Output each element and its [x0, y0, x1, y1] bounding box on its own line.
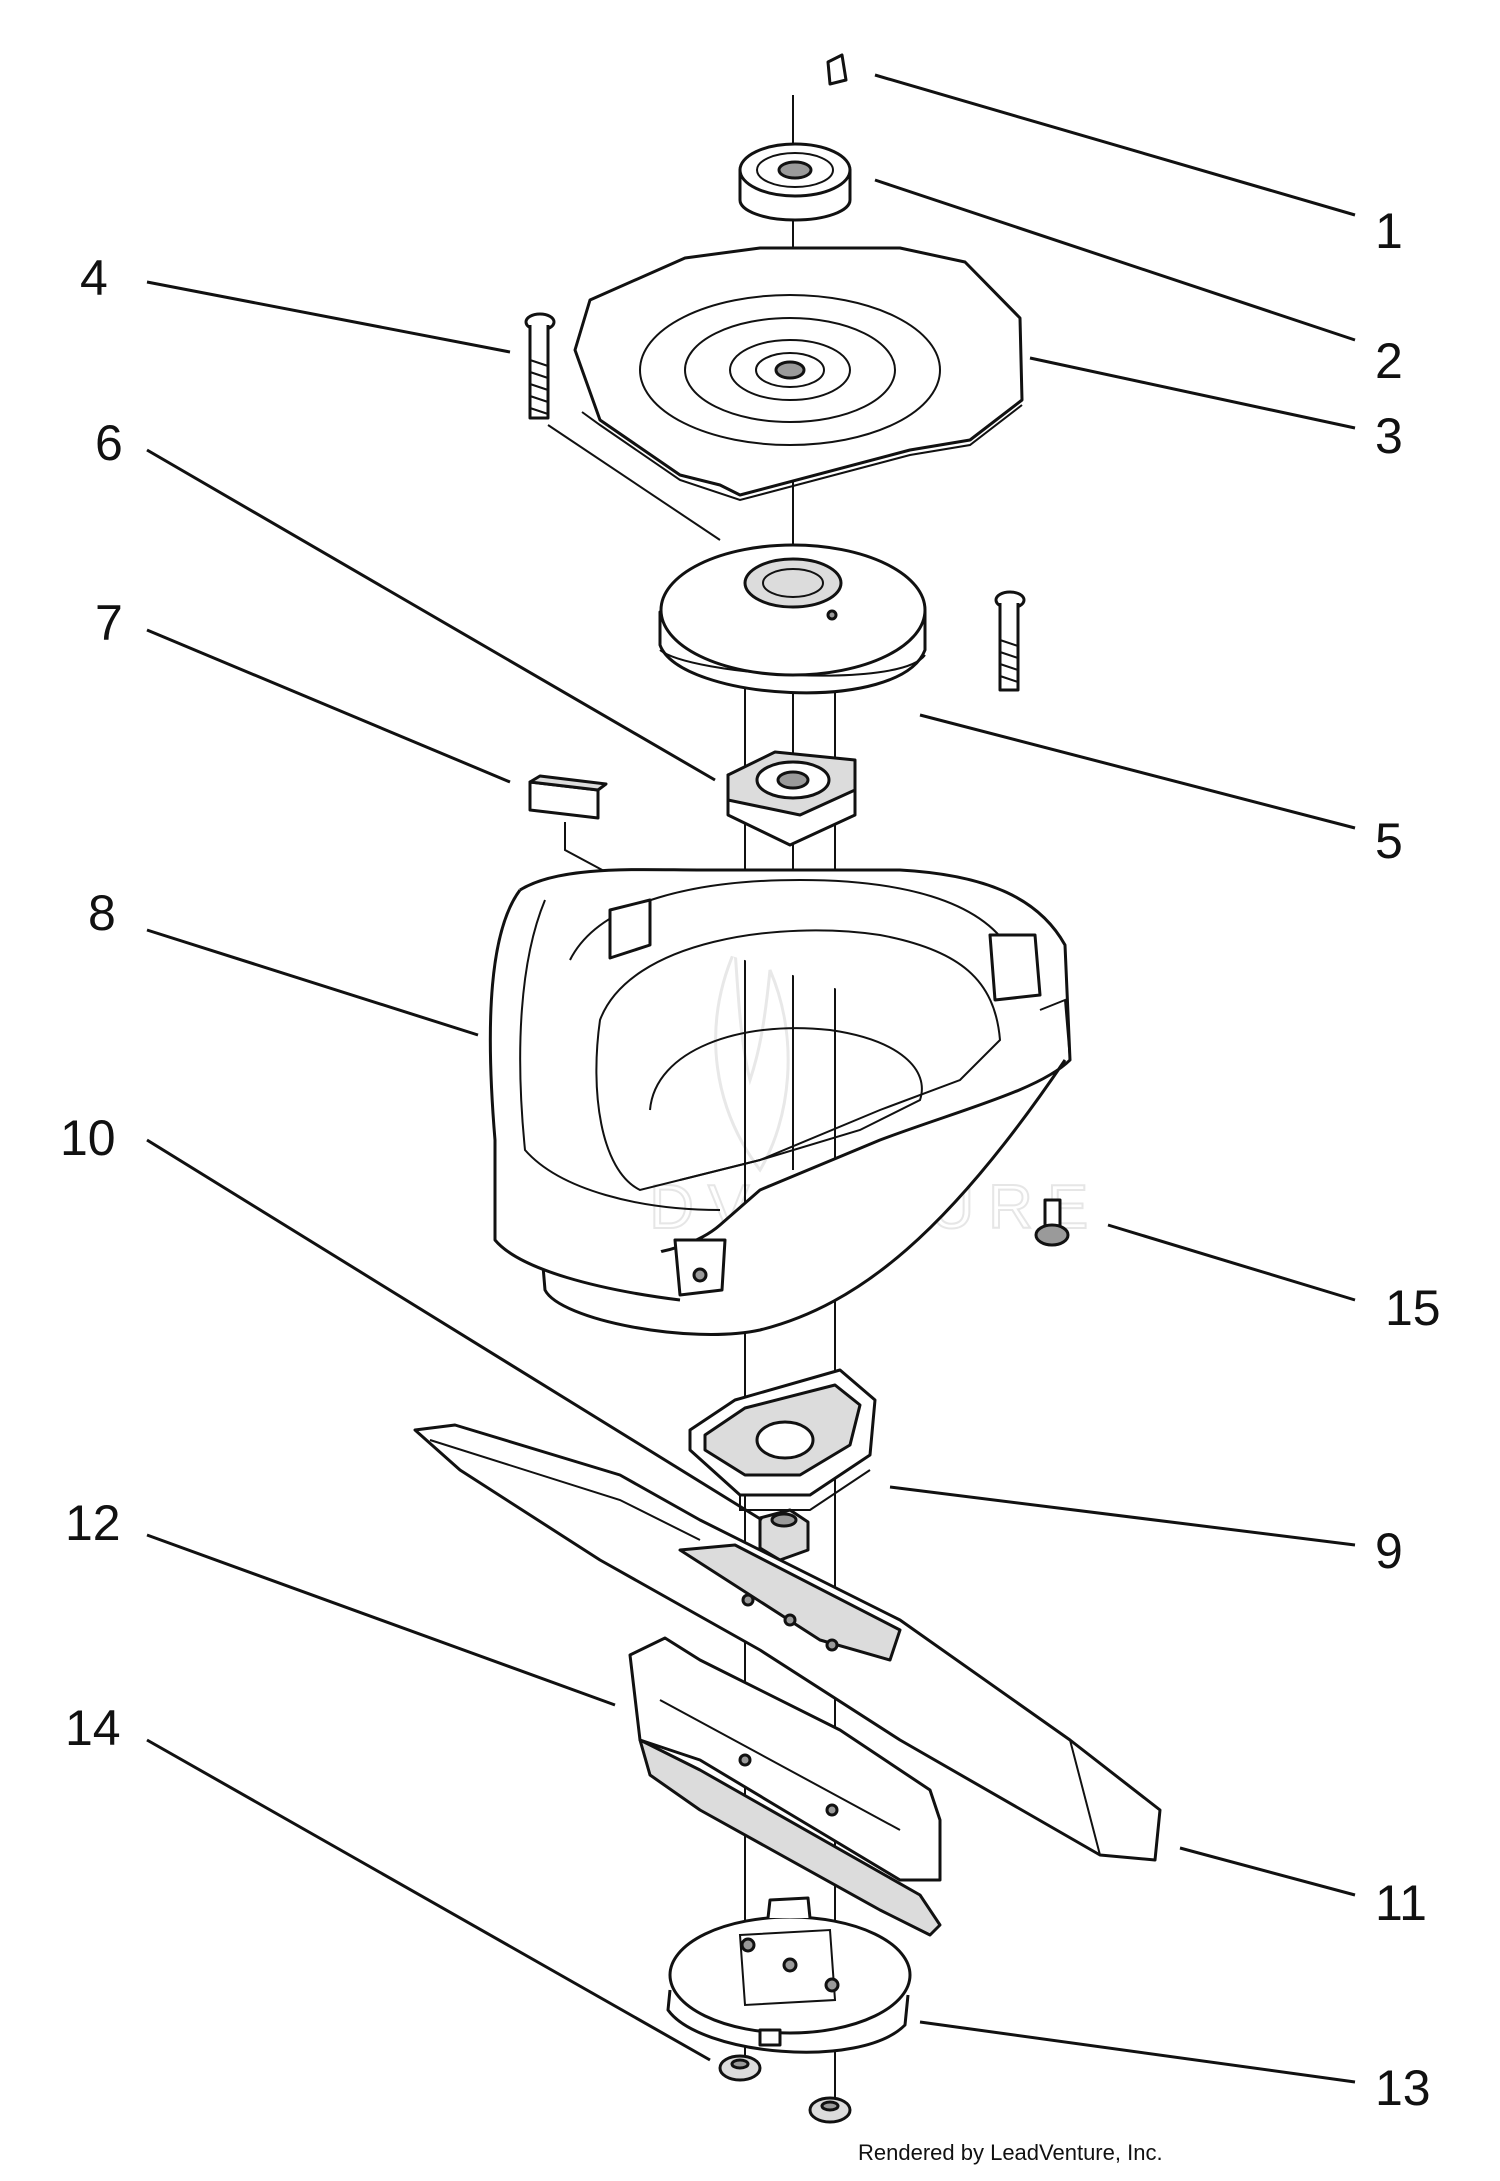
leader-line-11 [1179, 1846, 1356, 1897]
callout-13: 13 [1375, 2060, 1431, 2116]
callout-1: 1 [1375, 203, 1403, 259]
leader-line-12 [146, 1533, 616, 1707]
rendered-by-credit: Rendered by LeadVenture, Inc. [858, 2140, 1163, 2165]
leader-line-7 [146, 628, 511, 784]
part-2-bearing [738, 142, 852, 222]
callout-11: 11 [1375, 1875, 1427, 1931]
pulley-bolt [994, 590, 1026, 692]
callout-8: 8 [88, 885, 116, 941]
part-10-nut [758, 1508, 810, 1562]
leader-line-6 [146, 448, 716, 782]
part-5-pulley [658, 543, 927, 695]
leader-line-8 [146, 928, 479, 1037]
leader-line-15 [1107, 1223, 1356, 1302]
leader-line-2 [874, 178, 1356, 342]
part-13-blade-cup [666, 1896, 912, 2054]
callout-12: 12 [65, 1495, 121, 1551]
part-15-screw [1034, 1198, 1070, 1247]
callout-14: 14 [65, 1700, 121, 1756]
part-4-bolt [524, 312, 556, 420]
part-11-cutting-blade [413, 1423, 1162, 1862]
callout-15: 15 [1385, 1280, 1441, 1336]
part-9-blade-adapter [688, 1368, 877, 1511]
callout-6: 6 [95, 415, 123, 471]
leader-line-3 [1029, 356, 1356, 430]
leader-line-13 [919, 2020, 1356, 2084]
part-6-bearing-flange [726, 750, 857, 847]
part-8-blade-housing [488, 868, 1072, 1336]
callout-10: 10 [60, 1110, 116, 1166]
leader-line-1 [874, 73, 1356, 217]
leader-line-10 [146, 1138, 763, 1522]
part-7-spacer-block [528, 774, 608, 820]
part-14-flange-nut [718, 2054, 762, 2082]
callout-9: 9 [1375, 1523, 1403, 1579]
callout-7: 7 [95, 595, 123, 651]
leader-line-9 [889, 1485, 1356, 1547]
leader-line-14 [146, 1738, 711, 2062]
bolt-alignment-line [547, 424, 721, 541]
part-12-mulching-blade [628, 1636, 942, 1937]
part-1-key [826, 53, 848, 86]
callout-3: 3 [1375, 408, 1403, 464]
flange-nut-right [808, 2096, 852, 2124]
leader-line-4 [146, 280, 511, 354]
leader-line-5 [919, 713, 1356, 830]
callout-4: 4 [80, 250, 108, 306]
part-3-mounting-plate [573, 246, 1024, 502]
callout-2: 2 [1375, 333, 1403, 389]
callout-5: 5 [1375, 813, 1403, 869]
